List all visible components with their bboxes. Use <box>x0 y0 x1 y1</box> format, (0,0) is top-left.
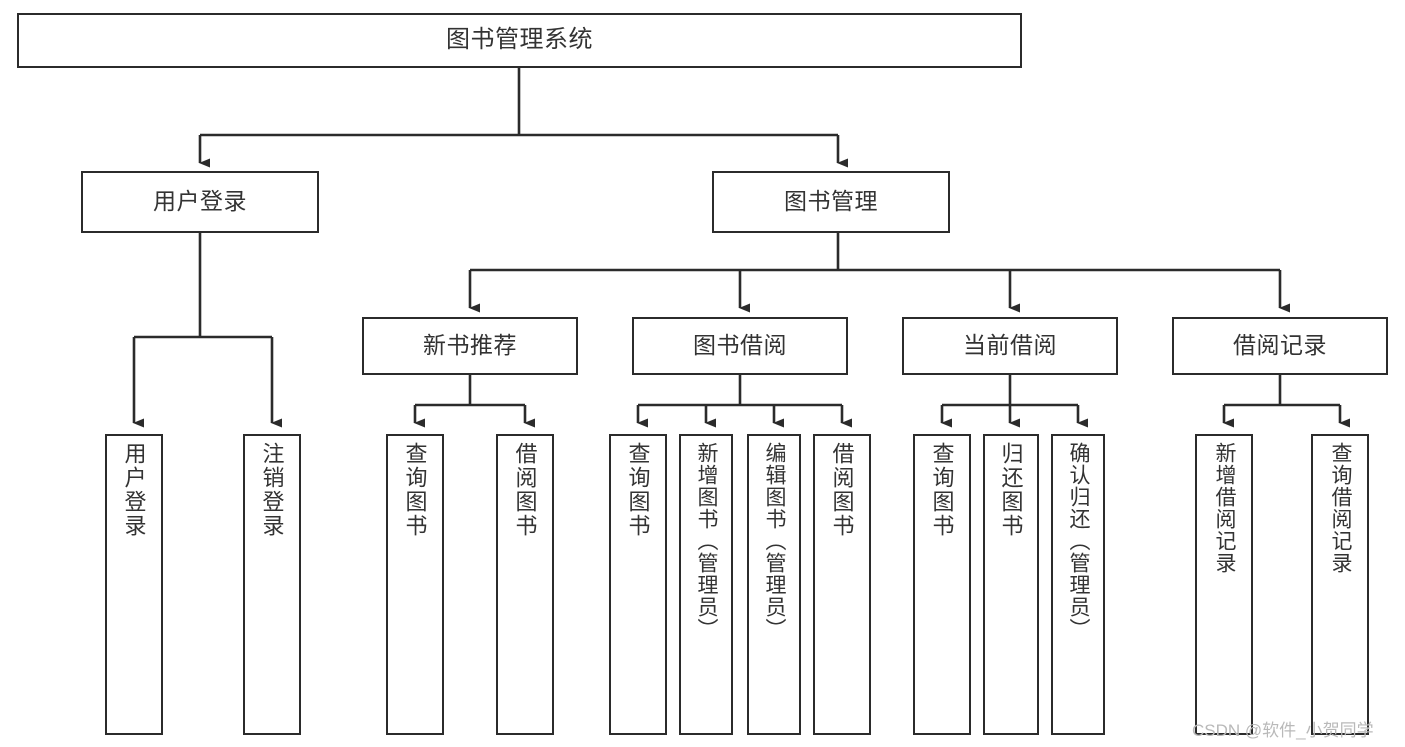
node-label: 借阅图书 <box>512 442 538 538</box>
node-book-management[interactable]: 图书管理 <box>712 171 950 233</box>
node-current-borrow[interactable]: 当前借阅 <box>902 317 1118 375</box>
leaf-borrow-lend-book[interactable]: 借阅图书 <box>813 434 871 735</box>
node-label: 确认归还（管理员） <box>1067 442 1091 640</box>
node-label: 新增借阅记录 <box>1213 442 1237 574</box>
node-label: 当前借阅 <box>963 332 1057 359</box>
node-label: 图书管理系统 <box>446 26 593 54</box>
leaf-user-logout[interactable]: 注销登录 <box>243 434 301 735</box>
node-label: 编辑图书（管理员） <box>763 442 787 640</box>
node-label: 借阅记录 <box>1233 332 1327 359</box>
node-label: 借阅图书 <box>829 442 855 538</box>
node-label: 用户登录 <box>121 442 147 538</box>
node-user-login[interactable]: 用户登录 <box>81 171 319 233</box>
watermark-text: CSDN @软件_小贺同学 <box>1192 721 1374 740</box>
leaf-current-confirm-return-admin[interactable]: 确认归还（管理员） <box>1051 434 1105 735</box>
leaf-current-return-book[interactable]: 归还图书 <box>983 434 1039 735</box>
node-new-book-recommend[interactable]: 新书推荐 <box>362 317 578 375</box>
node-label: 新增图书（管理员） <box>695 442 719 640</box>
node-label: 查询图书 <box>402 442 428 538</box>
node-root-system[interactable]: 图书管理系统 <box>17 13 1022 68</box>
leaf-record-query-record[interactable]: 查询借阅记录 <box>1311 434 1369 735</box>
node-label: 新书推荐 <box>423 332 517 359</box>
node-label: 图书管理 <box>784 188 878 215</box>
node-label: 用户登录 <box>153 188 247 215</box>
node-label: 查询图书 <box>929 442 955 538</box>
node-label: 查询借阅记录 <box>1329 442 1353 574</box>
node-label: 查询图书 <box>625 442 651 538</box>
node-borrow-record[interactable]: 借阅记录 <box>1172 317 1388 375</box>
node-label: 归还图书 <box>998 442 1024 538</box>
leaf-newbook-borrow-book[interactable]: 借阅图书 <box>496 434 554 735</box>
leaf-borrow-add-book-admin[interactable]: 新增图书（管理员） <box>679 434 733 735</box>
leaf-borrow-query-book[interactable]: 查询图书 <box>609 434 667 735</box>
leaf-current-query-book[interactable]: 查询图书 <box>913 434 971 735</box>
leaf-record-add-record[interactable]: 新增借阅记录 <box>1195 434 1253 735</box>
node-label: 注销登录 <box>259 442 285 538</box>
leaf-user-login[interactable]: 用户登录 <box>105 434 163 735</box>
node-book-borrow[interactable]: 图书借阅 <box>632 317 848 375</box>
leaf-newbook-query-book[interactable]: 查询图书 <box>386 434 444 735</box>
node-label: 图书借阅 <box>693 332 787 359</box>
leaf-borrow-edit-book-admin[interactable]: 编辑图书（管理员） <box>747 434 801 735</box>
